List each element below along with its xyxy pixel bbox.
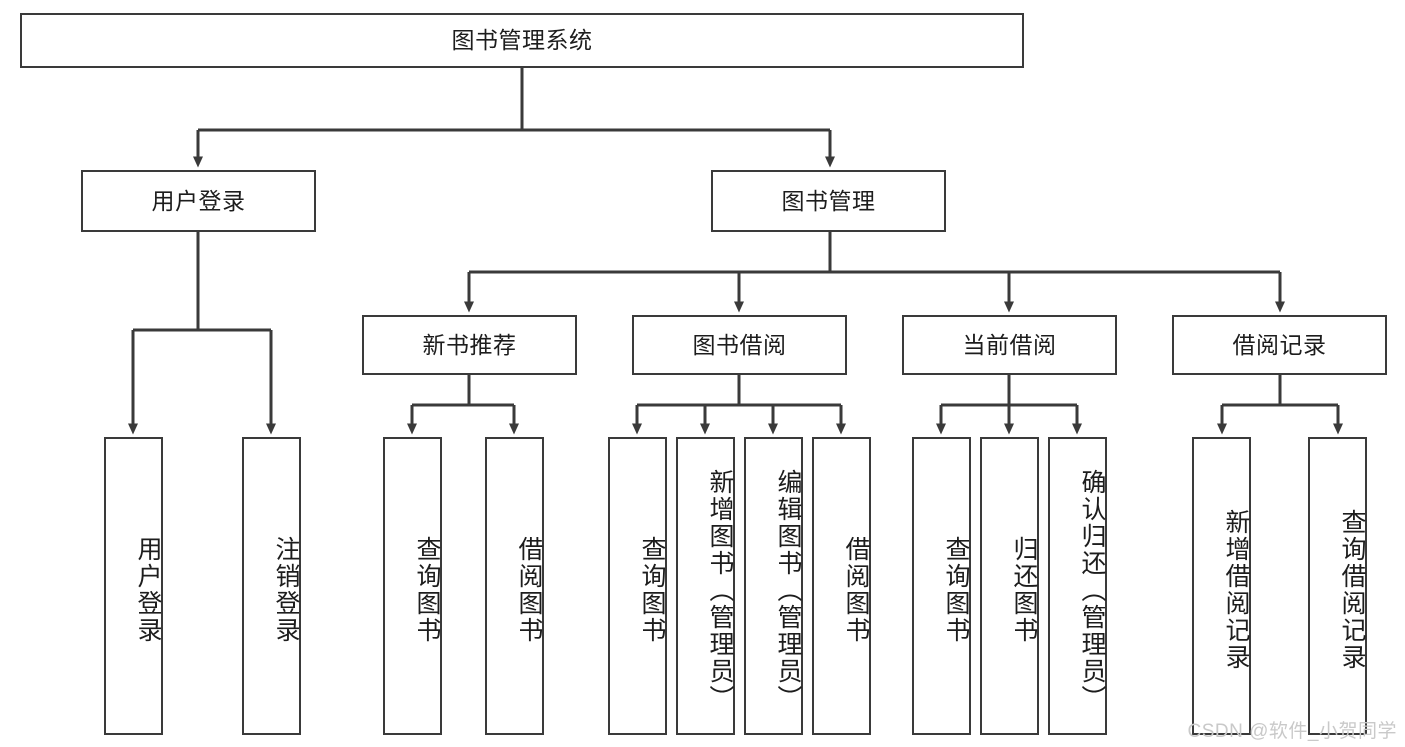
- node-label: 归还图书: [1010, 536, 1038, 644]
- leaf-borrow-add-book-admin[interactable]: 新增图书（管理员）: [676, 437, 735, 735]
- leaf-current-return-book[interactable]: 归还图书: [980, 437, 1039, 735]
- leaf-user-login-login[interactable]: 用户登录: [104, 437, 163, 735]
- leaf-recommend-query-book[interactable]: 查询图书: [383, 437, 442, 735]
- node-book-management[interactable]: 图书管理: [711, 170, 946, 232]
- node-label: 新书推荐: [422, 331, 517, 358]
- node-borrow-record[interactable]: 借阅记录: [1172, 315, 1387, 375]
- node-label: 当前借阅: [962, 331, 1057, 358]
- node-user-login[interactable]: 用户登录: [81, 170, 316, 232]
- leaf-current-query-book[interactable]: 查询图书: [912, 437, 971, 735]
- node-label: 借阅记录: [1232, 331, 1327, 358]
- node-label: 确认归还（管理员）: [1078, 468, 1106, 712]
- node-label: 查询图书: [638, 536, 666, 644]
- node-label: 用户登录: [151, 187, 246, 214]
- leaf-user-login-logout[interactable]: 注销登录: [242, 437, 301, 735]
- watermark-text: CSDN @软件_小贺同学: [1187, 721, 1397, 742]
- leaf-borrow-edit-book-admin[interactable]: 编辑图书（管理员）: [744, 437, 803, 735]
- node-label: 注销登录: [272, 536, 300, 644]
- leaf-recommend-borrow-book[interactable]: 借阅图书: [485, 437, 544, 735]
- leaf-borrow-query-book[interactable]: 查询图书: [608, 437, 667, 735]
- node-new-book-recommend[interactable]: 新书推荐: [362, 315, 577, 375]
- leaf-record-add-record[interactable]: 新增借阅记录: [1192, 437, 1251, 735]
- leaf-record-query-record[interactable]: 查询借阅记录: [1308, 437, 1367, 735]
- node-current-borrow[interactable]: 当前借阅: [902, 315, 1117, 375]
- node-label: 图书借阅: [692, 331, 787, 358]
- node-label: 用户登录: [134, 536, 162, 644]
- node-label: 借阅图书: [842, 536, 870, 644]
- node-label: 图书管理: [781, 187, 876, 214]
- node-label: 借阅图书: [515, 536, 543, 644]
- node-root-system[interactable]: 图书管理系统: [20, 13, 1024, 68]
- node-label: 新增图书（管理员）: [706, 468, 734, 712]
- node-label: 新增借阅记录: [1222, 509, 1250, 671]
- node-label: 编辑图书（管理员）: [774, 468, 802, 712]
- leaf-current-confirm-return-admin[interactable]: 确认归还（管理员）: [1048, 437, 1107, 735]
- leaf-borrow-borrow-book[interactable]: 借阅图书: [812, 437, 871, 735]
- node-label: 查询图书: [413, 536, 441, 644]
- node-label: 查询图书: [942, 536, 970, 644]
- node-label: 查询借阅记录: [1338, 509, 1366, 671]
- node-label: 图书管理系统: [451, 27, 593, 54]
- node-book-borrow[interactable]: 图书借阅: [632, 315, 847, 375]
